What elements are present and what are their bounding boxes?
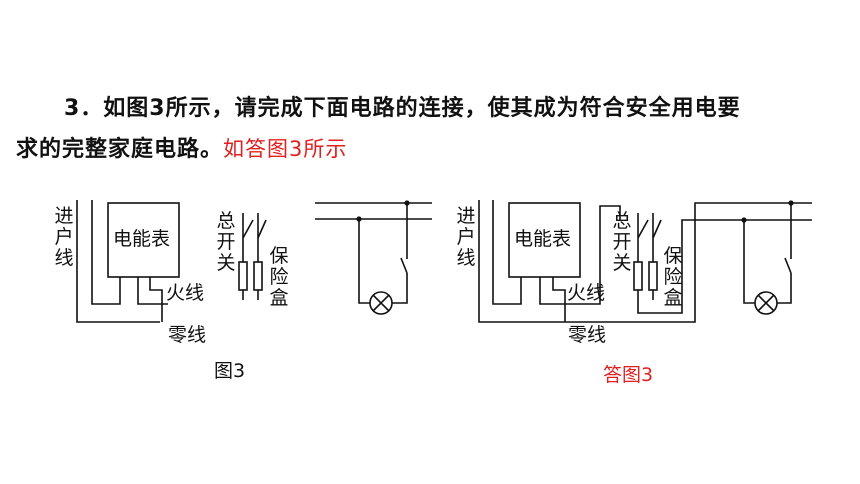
lamp-wire-right — [777, 273, 792, 304]
incoming-line-label: 进户线 — [456, 205, 476, 269]
fuse-to-live-line — [637, 219, 812, 314]
fuse-1 — [633, 261, 643, 291]
lamp-cross — [757, 294, 775, 312]
live-wire-label: 火线 — [567, 282, 606, 304]
lamp-switch-blade — [784, 257, 792, 274]
figure-3-wiring — [76, 200, 432, 323]
lamp-cross — [372, 294, 390, 312]
live-wire-label: 火线 — [166, 282, 205, 304]
neutral-wire-label: 零线 — [568, 324, 607, 346]
meter-label: 电能表 — [113, 228, 171, 250]
fuse-box-label: 保险盒 — [663, 245, 683, 309]
meter-neutral-out — [552, 277, 566, 322]
neutral-wire-path — [478, 200, 812, 323]
neutral-incoming-wire — [76, 200, 160, 323]
question-line-2-text: 求的完整家庭电路。 — [16, 137, 224, 162]
lamp-switch-blade — [400, 257, 408, 274]
lamp-wire-left — [358, 219, 370, 304]
neutral-wire-label: 零线 — [168, 324, 207, 346]
live-incoming-wire — [91, 200, 121, 305]
lamp-wire-left — [743, 220, 755, 304]
answer-figure-3-caption: 答图3 — [603, 364, 654, 386]
meter-live-to-switch — [539, 205, 621, 305]
question-line-1: 3．如图3所示，请完成下面电路的连接，使其成为符合安全用电要 — [64, 96, 741, 121]
answer-note: 如答图3所示 — [223, 137, 348, 161]
main-switch-label: 总开关 — [612, 210, 632, 274]
main-switch-blade-1 — [637, 219, 649, 239]
meter-neutral-out — [149, 277, 163, 322]
meter-box — [107, 202, 180, 278]
meter-label: 电能表 — [514, 228, 572, 250]
main-switch-blade-2 — [652, 219, 662, 239]
fuse-2 — [253, 261, 263, 291]
meter-box — [508, 202, 581, 278]
fuse-1 — [238, 261, 248, 291]
lamp-wire-right — [392, 273, 408, 304]
fuse-box-label: 保险盒 — [269, 245, 289, 309]
main-switch-label: 总开关 — [216, 210, 236, 274]
meter-live-out — [137, 277, 168, 305]
question-line-2: 求的完整家庭电路。如答图3所示 — [16, 131, 347, 163]
main-switch-blade-2 — [257, 219, 267, 239]
incoming-line-label: 进户线 — [54, 205, 74, 269]
answer-figure-3-wiring — [478, 200, 812, 323]
main-switch-blade-1 — [242, 219, 254, 239]
fuse-2 — [648, 261, 658, 291]
figure-3-caption: 图3 — [214, 360, 246, 382]
live-incoming-wire — [492, 200, 522, 305]
